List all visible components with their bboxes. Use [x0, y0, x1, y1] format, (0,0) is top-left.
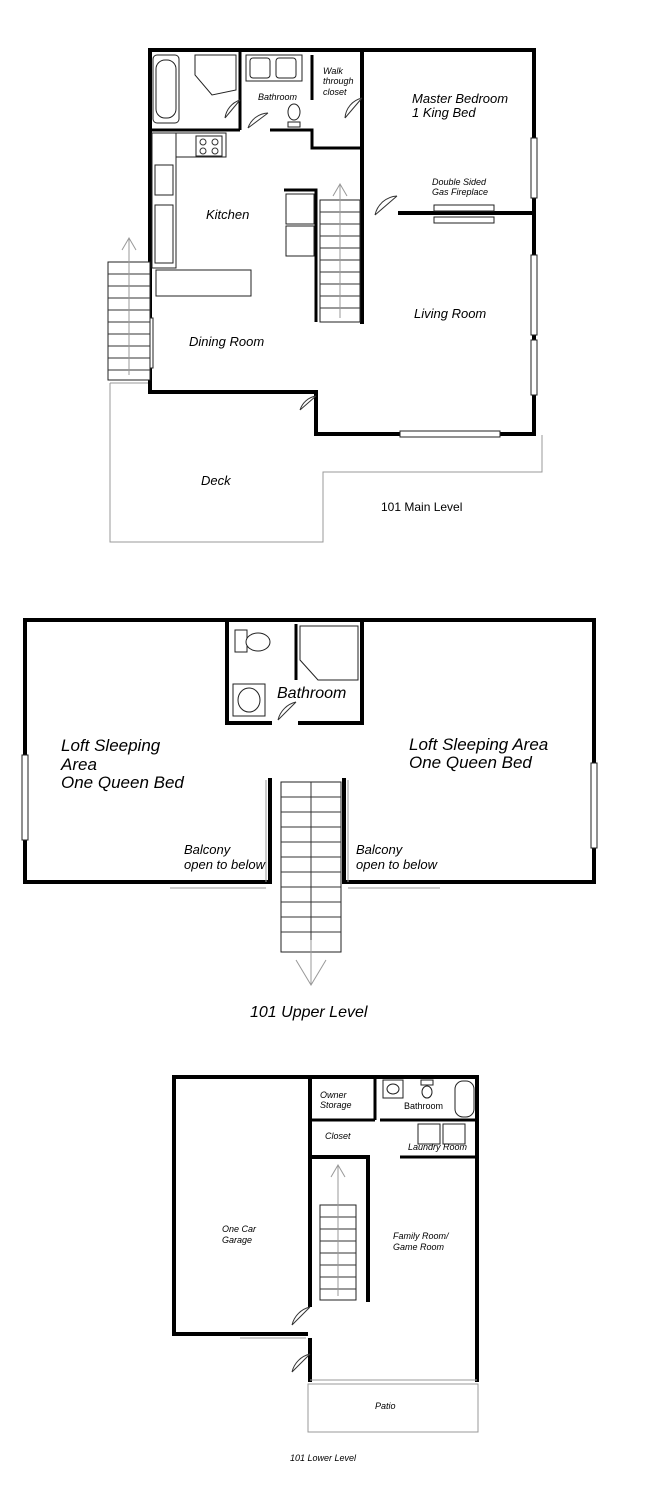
lower-level-title: 101 Lower Level [290, 1453, 357, 1463]
family-room-label-2: Game Room [393, 1242, 445, 1252]
loft-left-label-2: Area [61, 755, 97, 774]
main-bathroom-label: Bathroom [258, 92, 298, 102]
garage-label-2: Garage [222, 1235, 253, 1245]
closet-label: Closet [325, 1131, 351, 1141]
patio-label: Patio [375, 1401, 396, 1411]
main-level-title: 101 Main Level [381, 500, 463, 514]
family-room-label-1: Family Room/ [393, 1231, 449, 1241]
living-room-label: Living Room [414, 306, 487, 321]
master-bed-label: 1 King Bed [412, 105, 476, 120]
fireplace-label-1: Double Sided [432, 177, 487, 187]
balcony-right-label-1: Balcony [356, 842, 403, 857]
loft-left-label-3: One Queen Bed [61, 773, 184, 792]
balcony-left-label-1: Balcony [184, 842, 231, 857]
deck-outline [109, 383, 543, 543]
main-level-plan [107, 48, 543, 543]
upper-bathroom-label: Bathroom [277, 685, 347, 702]
walk-through-closet-label: Walk through closet [323, 66, 354, 97]
garage-label-1: One Car [222, 1224, 257, 1234]
deck-label: Deck [201, 473, 231, 488]
balcony-left-label-2: open to below [184, 857, 265, 872]
owner-storage-label-1: Owner [320, 1090, 347, 1100]
fireplace-label-2: Gas Fireplace [432, 187, 489, 197]
upper-outer-wall [23, 618, 596, 884]
upper-level-title: 101 Upper Level [250, 1004, 368, 1021]
lower-bathroom-label: Bathroom [404, 1101, 444, 1111]
kitchen-label: Kitchen [206, 207, 250, 222]
balcony-right-label-2: open to below [356, 857, 437, 872]
laundry-room-label: Laundry Room [408, 1142, 468, 1152]
loft-right-label-1: Loft Sleeping Area [409, 735, 549, 754]
loft-right-label-2: One Queen Bed [409, 753, 532, 772]
upper-level-plan [21, 618, 598, 986]
owner-storage-label-2: Storage [320, 1100, 352, 1110]
loft-left-label-1: Loft Sleeping [61, 736, 161, 755]
master-bedroom-label: Master Bedroom [412, 91, 509, 106]
dining-room-label: Dining Room [189, 334, 265, 349]
